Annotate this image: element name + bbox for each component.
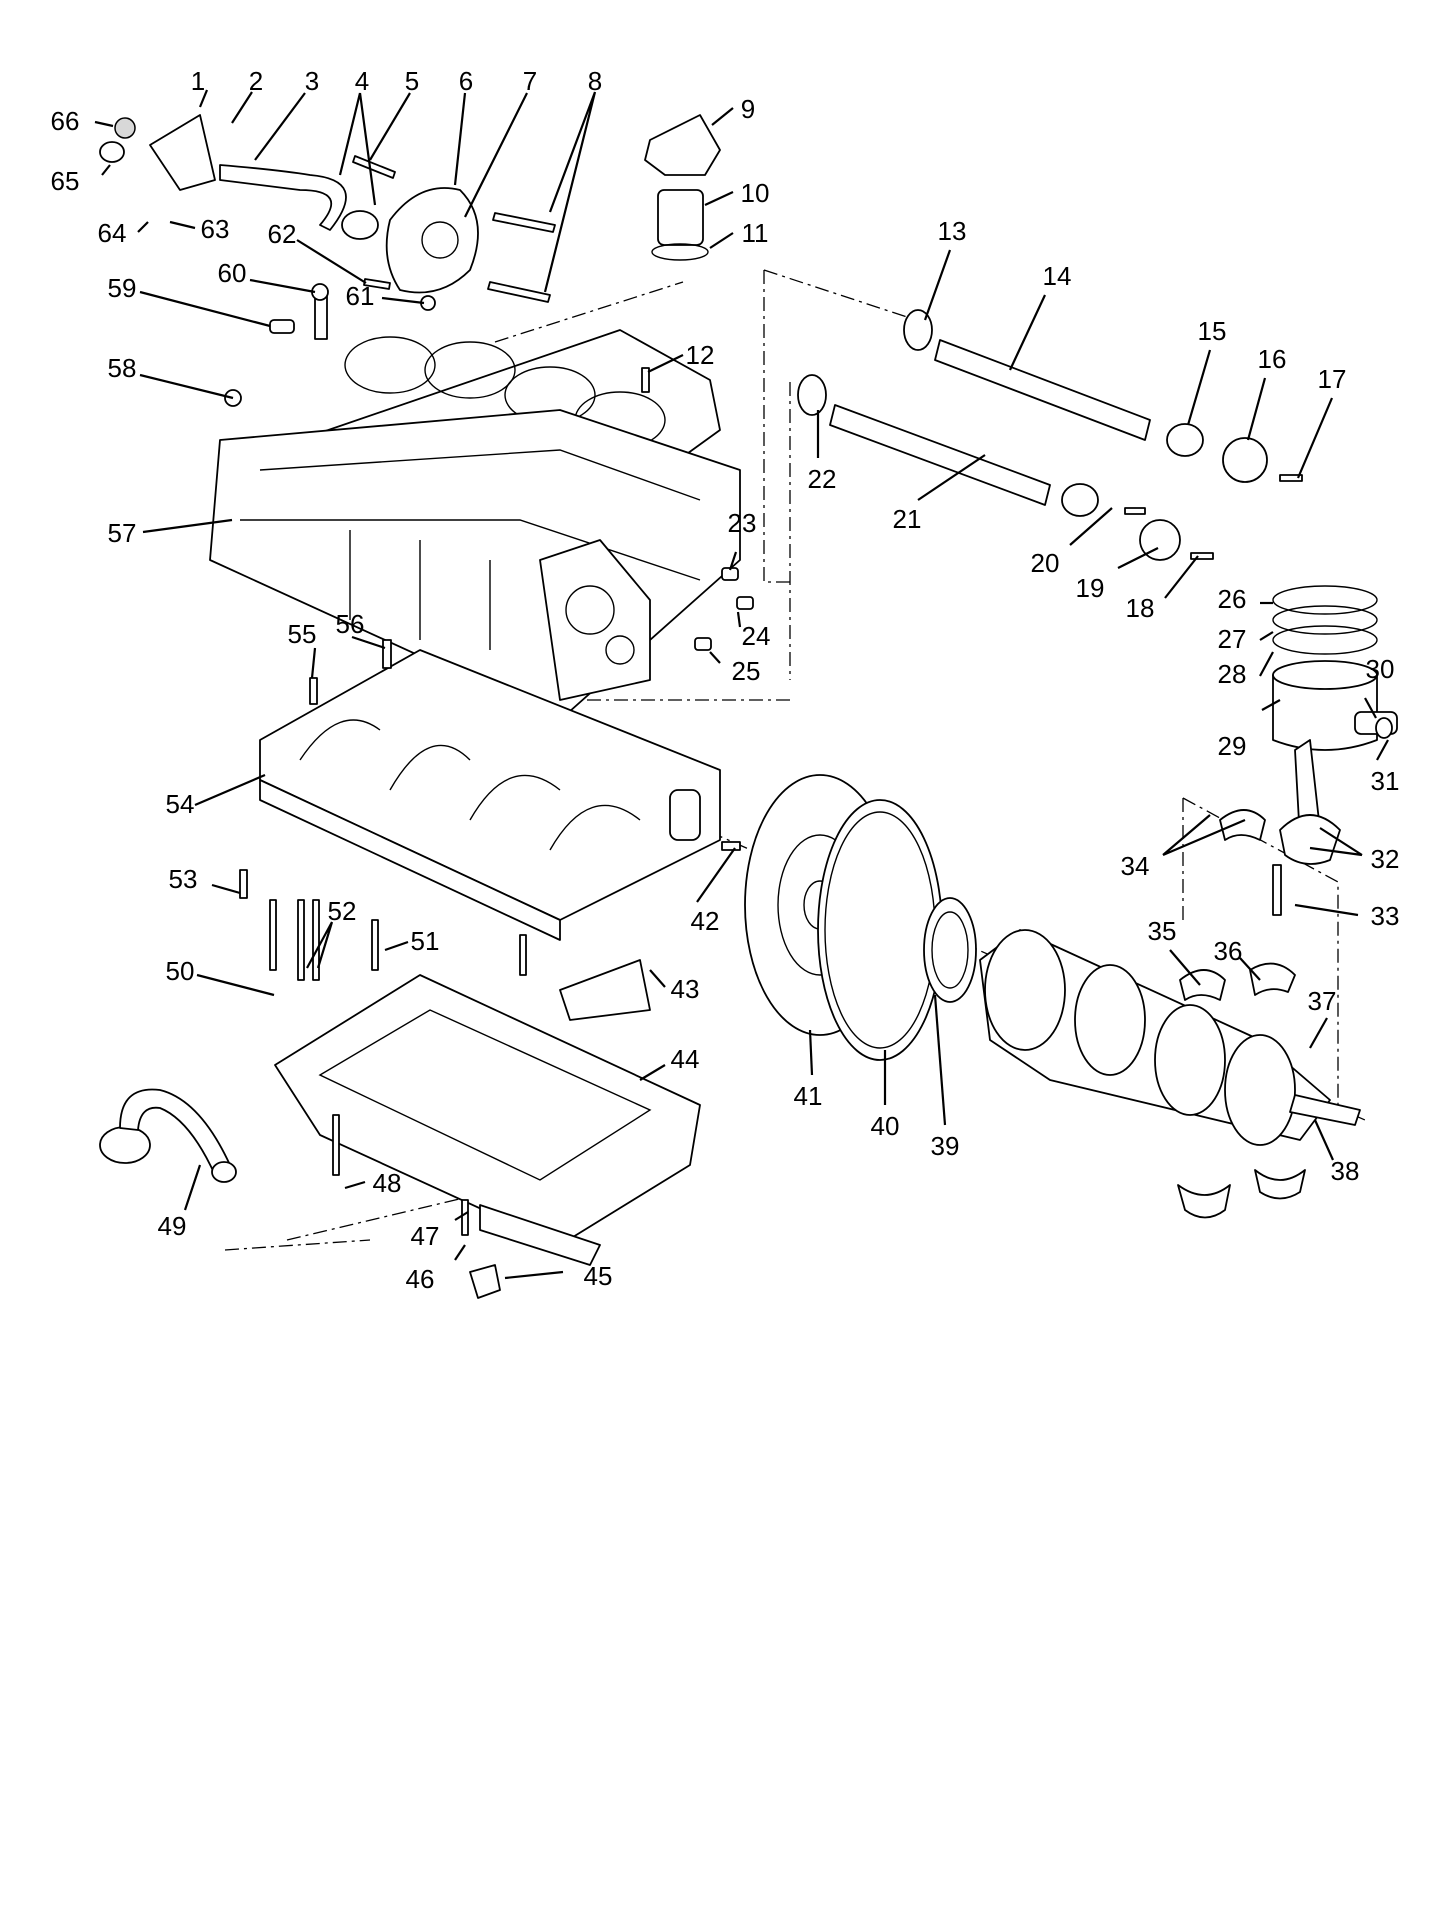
- callout-9: 9: [741, 94, 755, 124]
- callout-labels: 1 2 3 4 5 6 7 8 9 10 11 12 13 14 15 16 1…: [51, 66, 1400, 1294]
- callout-55: 55: [288, 619, 317, 649]
- oil-pan: [274, 959, 701, 1266]
- crankcase-bedplate: [259, 649, 721, 941]
- callout-10: 10: [741, 178, 770, 208]
- callout-4: 4: [355, 66, 369, 96]
- oil-pickup-tube: [99, 1088, 237, 1183]
- callout-45: 45: [584, 1261, 613, 1291]
- callout-61: 61: [346, 281, 375, 311]
- callout-30: 30: [1366, 654, 1395, 684]
- cylinder-head: [209, 329, 741, 721]
- callout-13: 13: [938, 216, 967, 246]
- camshafts: [797, 309, 1268, 561]
- fasteners: [224, 155, 1303, 1299]
- callout-2: 2: [249, 66, 263, 96]
- callout-44: 44: [671, 1044, 700, 1074]
- callout-38: 38: [1331, 1156, 1360, 1186]
- callout-57: 57: [108, 518, 137, 548]
- callout-54: 54: [166, 789, 195, 819]
- callout-43: 43: [671, 974, 700, 1004]
- callout-3: 3: [305, 66, 319, 96]
- callout-27: 27: [1218, 624, 1247, 654]
- callout-42: 42: [691, 906, 720, 936]
- callout-11: 11: [742, 218, 769, 248]
- callout-37: 37: [1308, 986, 1337, 1016]
- callout-50: 50: [166, 956, 195, 986]
- callout-58: 58: [108, 353, 137, 383]
- crankshaft: [979, 929, 1361, 1219]
- callout-19: 19: [1076, 573, 1105, 603]
- callout-8: 8: [588, 66, 602, 96]
- callout-1: 1: [191, 66, 205, 96]
- callout-34: 34: [1121, 851, 1150, 881]
- callout-35: 35: [1148, 916, 1177, 946]
- callout-28: 28: [1218, 659, 1247, 689]
- callout-6: 6: [459, 66, 473, 96]
- callout-18: 18: [1126, 593, 1155, 623]
- callout-7: 7: [523, 66, 537, 96]
- callout-22: 22: [808, 464, 837, 494]
- callout-47: 47: [411, 1221, 440, 1251]
- callout-59: 59: [108, 273, 137, 303]
- flywheel-group: [744, 774, 977, 1061]
- callout-12: 12: [686, 340, 715, 370]
- callout-39: 39: [931, 1131, 960, 1161]
- callout-56: 56: [336, 609, 365, 639]
- callout-65: 65: [51, 166, 80, 196]
- callout-41: 41: [794, 1081, 823, 1111]
- callout-53: 53: [169, 864, 198, 894]
- callout-23: 23: [728, 508, 757, 538]
- callout-32: 32: [1371, 844, 1400, 874]
- callout-33: 33: [1371, 901, 1400, 931]
- callout-60: 60: [218, 258, 247, 288]
- callout-66: 66: [51, 106, 80, 136]
- leader-lines: [94, 89, 1389, 1280]
- callout-64: 64: [98, 218, 127, 248]
- callout-25: 25: [732, 656, 761, 686]
- piston-group: [1219, 585, 1398, 865]
- callout-29: 29: [1218, 731, 1247, 761]
- callout-49: 49: [158, 1211, 187, 1241]
- callout-63: 63: [201, 214, 230, 244]
- callout-52: 52: [328, 896, 357, 926]
- callout-40: 40: [871, 1111, 900, 1141]
- callout-46: 46: [406, 1264, 435, 1294]
- callout-21: 21: [893, 504, 922, 534]
- callout-62: 62: [268, 219, 297, 249]
- callout-14: 14: [1043, 261, 1072, 291]
- callout-36: 36: [1214, 936, 1243, 966]
- callout-26: 26: [1218, 584, 1247, 614]
- callout-5: 5: [405, 66, 419, 96]
- water-pump-group: [99, 114, 479, 294]
- callout-24: 24: [742, 621, 771, 651]
- callout-51: 51: [411, 926, 440, 956]
- oil-filter-group: [644, 114, 721, 261]
- callout-31: 31: [1371, 766, 1400, 796]
- callout-15: 15: [1198, 316, 1227, 346]
- callout-17: 17: [1318, 364, 1347, 394]
- callout-20: 20: [1031, 548, 1060, 578]
- callout-16: 16: [1258, 344, 1287, 374]
- callout-48: 48: [373, 1168, 402, 1198]
